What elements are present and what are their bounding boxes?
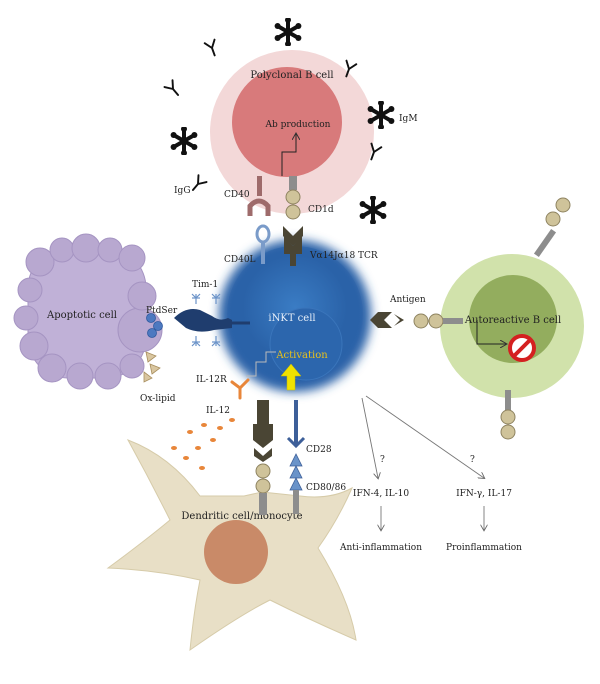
cd28-pair: CD28 CD80/86 (286, 400, 346, 514)
cd40l-label: CD40L (224, 255, 256, 265)
cd1d-label: CD1d (308, 205, 334, 215)
antigen-label: Antigen (389, 295, 426, 305)
cd1d-tcr-pair: CD1d Vα14Jα18 TCR (283, 176, 378, 266)
il12r-label: IL-12R (196, 375, 227, 385)
il12-signal-path (246, 351, 276, 377)
polyclonal-b-cell: Polyclonal B cell Ab production (210, 50, 374, 214)
ige-snowflake-icon (170, 127, 198, 155)
dendritic-cell-label: Dendritic cell/monocyte (181, 511, 302, 522)
tim1-receptor: Tim-1 (174, 280, 250, 347)
antibody-cluster: IgM IgG (163, 18, 418, 224)
proinflammation-label: Proinflammation (446, 543, 522, 553)
apoptotic-cell: Apoptotic cell PtdSer Ox-lipid (13, 233, 178, 404)
igm-label: IgM (399, 114, 418, 124)
antibody-y-icon (203, 38, 221, 59)
inkt-cell-label: iNKT cell (268, 313, 315, 324)
lower-tcr-cd1d (253, 400, 273, 515)
tim1-label: Tim-1 (192, 280, 218, 290)
cd40-label: CD40 (224, 190, 250, 200)
ptdser-beads (146, 313, 163, 338)
ab-production-arrow (281, 134, 296, 176)
oxlipid-label: Ox-lipid (140, 394, 176, 404)
ige-snowflake-icon (274, 18, 302, 46)
il12-receptor: IL-12R IL-12 (171, 375, 250, 470)
il12-label: IL-12 (206, 406, 230, 416)
il12-molecules (171, 418, 235, 470)
ige-snowflake-icon (359, 196, 387, 224)
igg-label: IgG (174, 186, 191, 196)
block-arrow (476, 320, 506, 344)
inhibition-sign-icon (508, 334, 536, 362)
cd40-pair: CD40 CD40L (224, 176, 271, 265)
antibody-y-icon (163, 79, 184, 100)
unknown-left-marker: ? (380, 455, 385, 465)
antibody-y-icon (187, 174, 208, 195)
bcr-top (533, 197, 571, 258)
dendritic-cell: Dendritic cell/monocyte (106, 439, 357, 652)
ab-production-label: Ab production (265, 120, 331, 130)
tcr-label: Vα14Jα18 TCR (309, 251, 378, 261)
antigen-complex: Antigen (354, 295, 463, 329)
oxlipid-marks (143, 351, 161, 383)
left-cytokines-label: IFN-4, IL-10 (353, 489, 409, 499)
activation-arrow-icon (280, 363, 302, 391)
unknown-right-marker: ? (470, 455, 475, 465)
right-cytokines-label: IFN-γ, IL-17 (456, 489, 512, 499)
cd8086-label: CD80/86 (306, 483, 346, 493)
autoreactive-b-cell: Autoreactive B cell (440, 197, 584, 440)
cd28-label: CD28 (306, 445, 332, 455)
ptdser-label: PtdSer (146, 306, 178, 316)
apoptotic-cell-label: Apoptotic cell (46, 310, 117, 321)
autoreactive-b-cell-label: Autoreactive B cell (464, 315, 561, 326)
output-pathways: ? ? IFN-4, IL-10 IFN-γ, IL-17 Anti-infla… (339, 395, 522, 553)
polyclonal-b-cell-label: Polyclonal B cell (250, 70, 333, 81)
bcr-bottom (500, 390, 516, 440)
activation-label: Activation (275, 350, 328, 361)
inkt-cell: iNKT cell Activation (219, 240, 371, 392)
anti-inflammation-label: Anti-inflammation (339, 543, 422, 553)
